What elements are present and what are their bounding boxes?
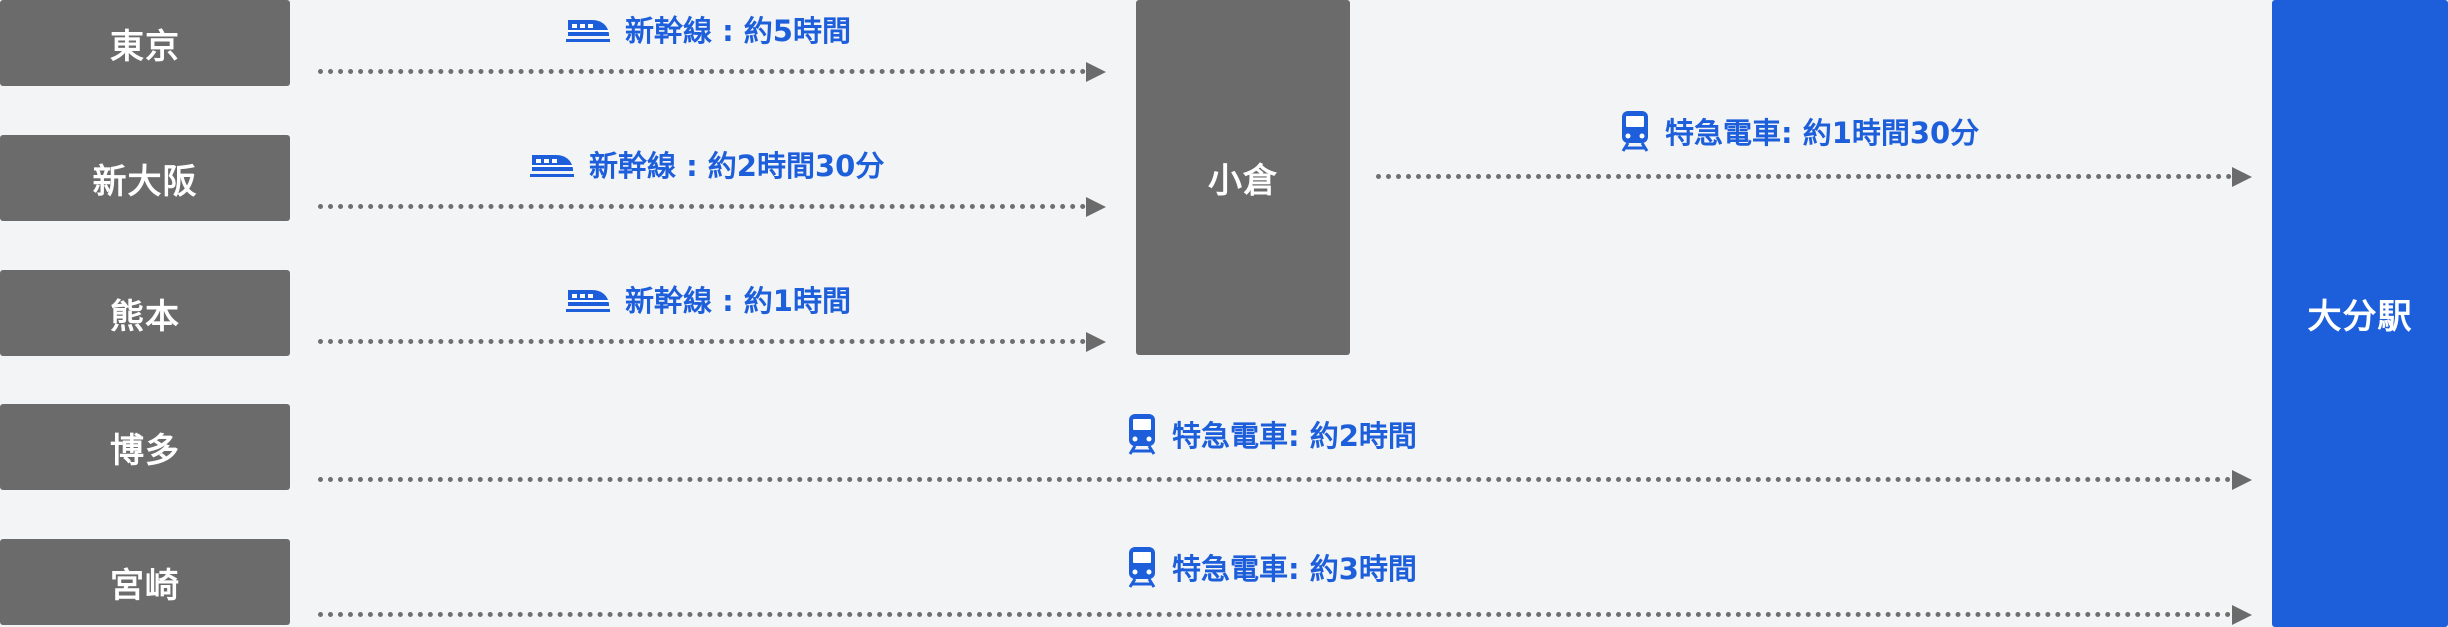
station-box-miyazaki: 宮崎	[0, 539, 290, 625]
route-line-kumamoto	[318, 339, 1096, 344]
arrow-head	[1086, 332, 1106, 352]
shinkansen-icon	[566, 290, 610, 312]
route-label-text: 特急電車: 約3時間	[1172, 552, 1417, 586]
train-icon	[1128, 414, 1156, 455]
station-name: 熊本	[110, 296, 180, 337]
route-label-kumamoto: 新幹線 : 約1時間	[565, 278, 851, 320]
station-box-tokyo: 東京	[0, 0, 290, 86]
route-label-text: 新幹線 : 約5時間	[625, 14, 851, 48]
station-name: 東京	[110, 26, 180, 67]
arrow-head	[2232, 605, 2252, 625]
hub-box-kokura: 小倉	[1136, 0, 1350, 355]
route-line-shin-osaka	[318, 204, 1096, 209]
route-line-miyazaki	[318, 612, 2242, 617]
train-icon	[1128, 547, 1156, 588]
destination-name: 大分駅	[2307, 297, 2413, 337]
station-name: 新大阪	[92, 161, 198, 202]
route-label-shin-osaka: 新幹線 : 約2時間30分	[529, 143, 884, 185]
route-line-hakata	[318, 477, 2242, 482]
arrow-head	[1086, 62, 1106, 82]
station-name: 宮崎	[110, 565, 180, 606]
route-label-kokura: 特急電車: 約1時間30分	[1619, 110, 1979, 152]
train-icon	[1621, 111, 1649, 152]
route-label-text: 新幹線 : 約1時間	[625, 284, 851, 318]
arrow-head	[2232, 167, 2252, 187]
route-label-tokyo: 新幹線 : 約5時間	[565, 8, 851, 50]
shinkansen-icon	[566, 20, 610, 42]
route-line-kokura	[1376, 174, 2242, 179]
destination-box-oita: 大分駅	[2272, 0, 2448, 627]
route-label-text: 特急電車: 約2時間	[1172, 419, 1417, 453]
station-name: 博多	[110, 430, 180, 471]
station-box-kumamoto: 熊本	[0, 270, 290, 356]
route-line-tokyo	[318, 69, 1096, 74]
shinkansen-icon	[530, 155, 574, 177]
station-box-shin-osaka: 新大阪	[0, 135, 290, 221]
route-label-miyazaki: 特急電車: 約3時間	[1126, 546, 1417, 588]
arrow-head	[1086, 197, 1106, 217]
route-label-text: 新幹線 : 約2時間30分	[589, 149, 885, 183]
station-box-hakata: 博多	[0, 404, 290, 490]
arrow-head	[2232, 470, 2252, 490]
route-label-text: 特急電車: 約1時間30分	[1665, 116, 1980, 150]
hub-name: 小倉	[1208, 161, 1278, 201]
route-label-hakata: 特急電車: 約2時間	[1126, 413, 1417, 455]
